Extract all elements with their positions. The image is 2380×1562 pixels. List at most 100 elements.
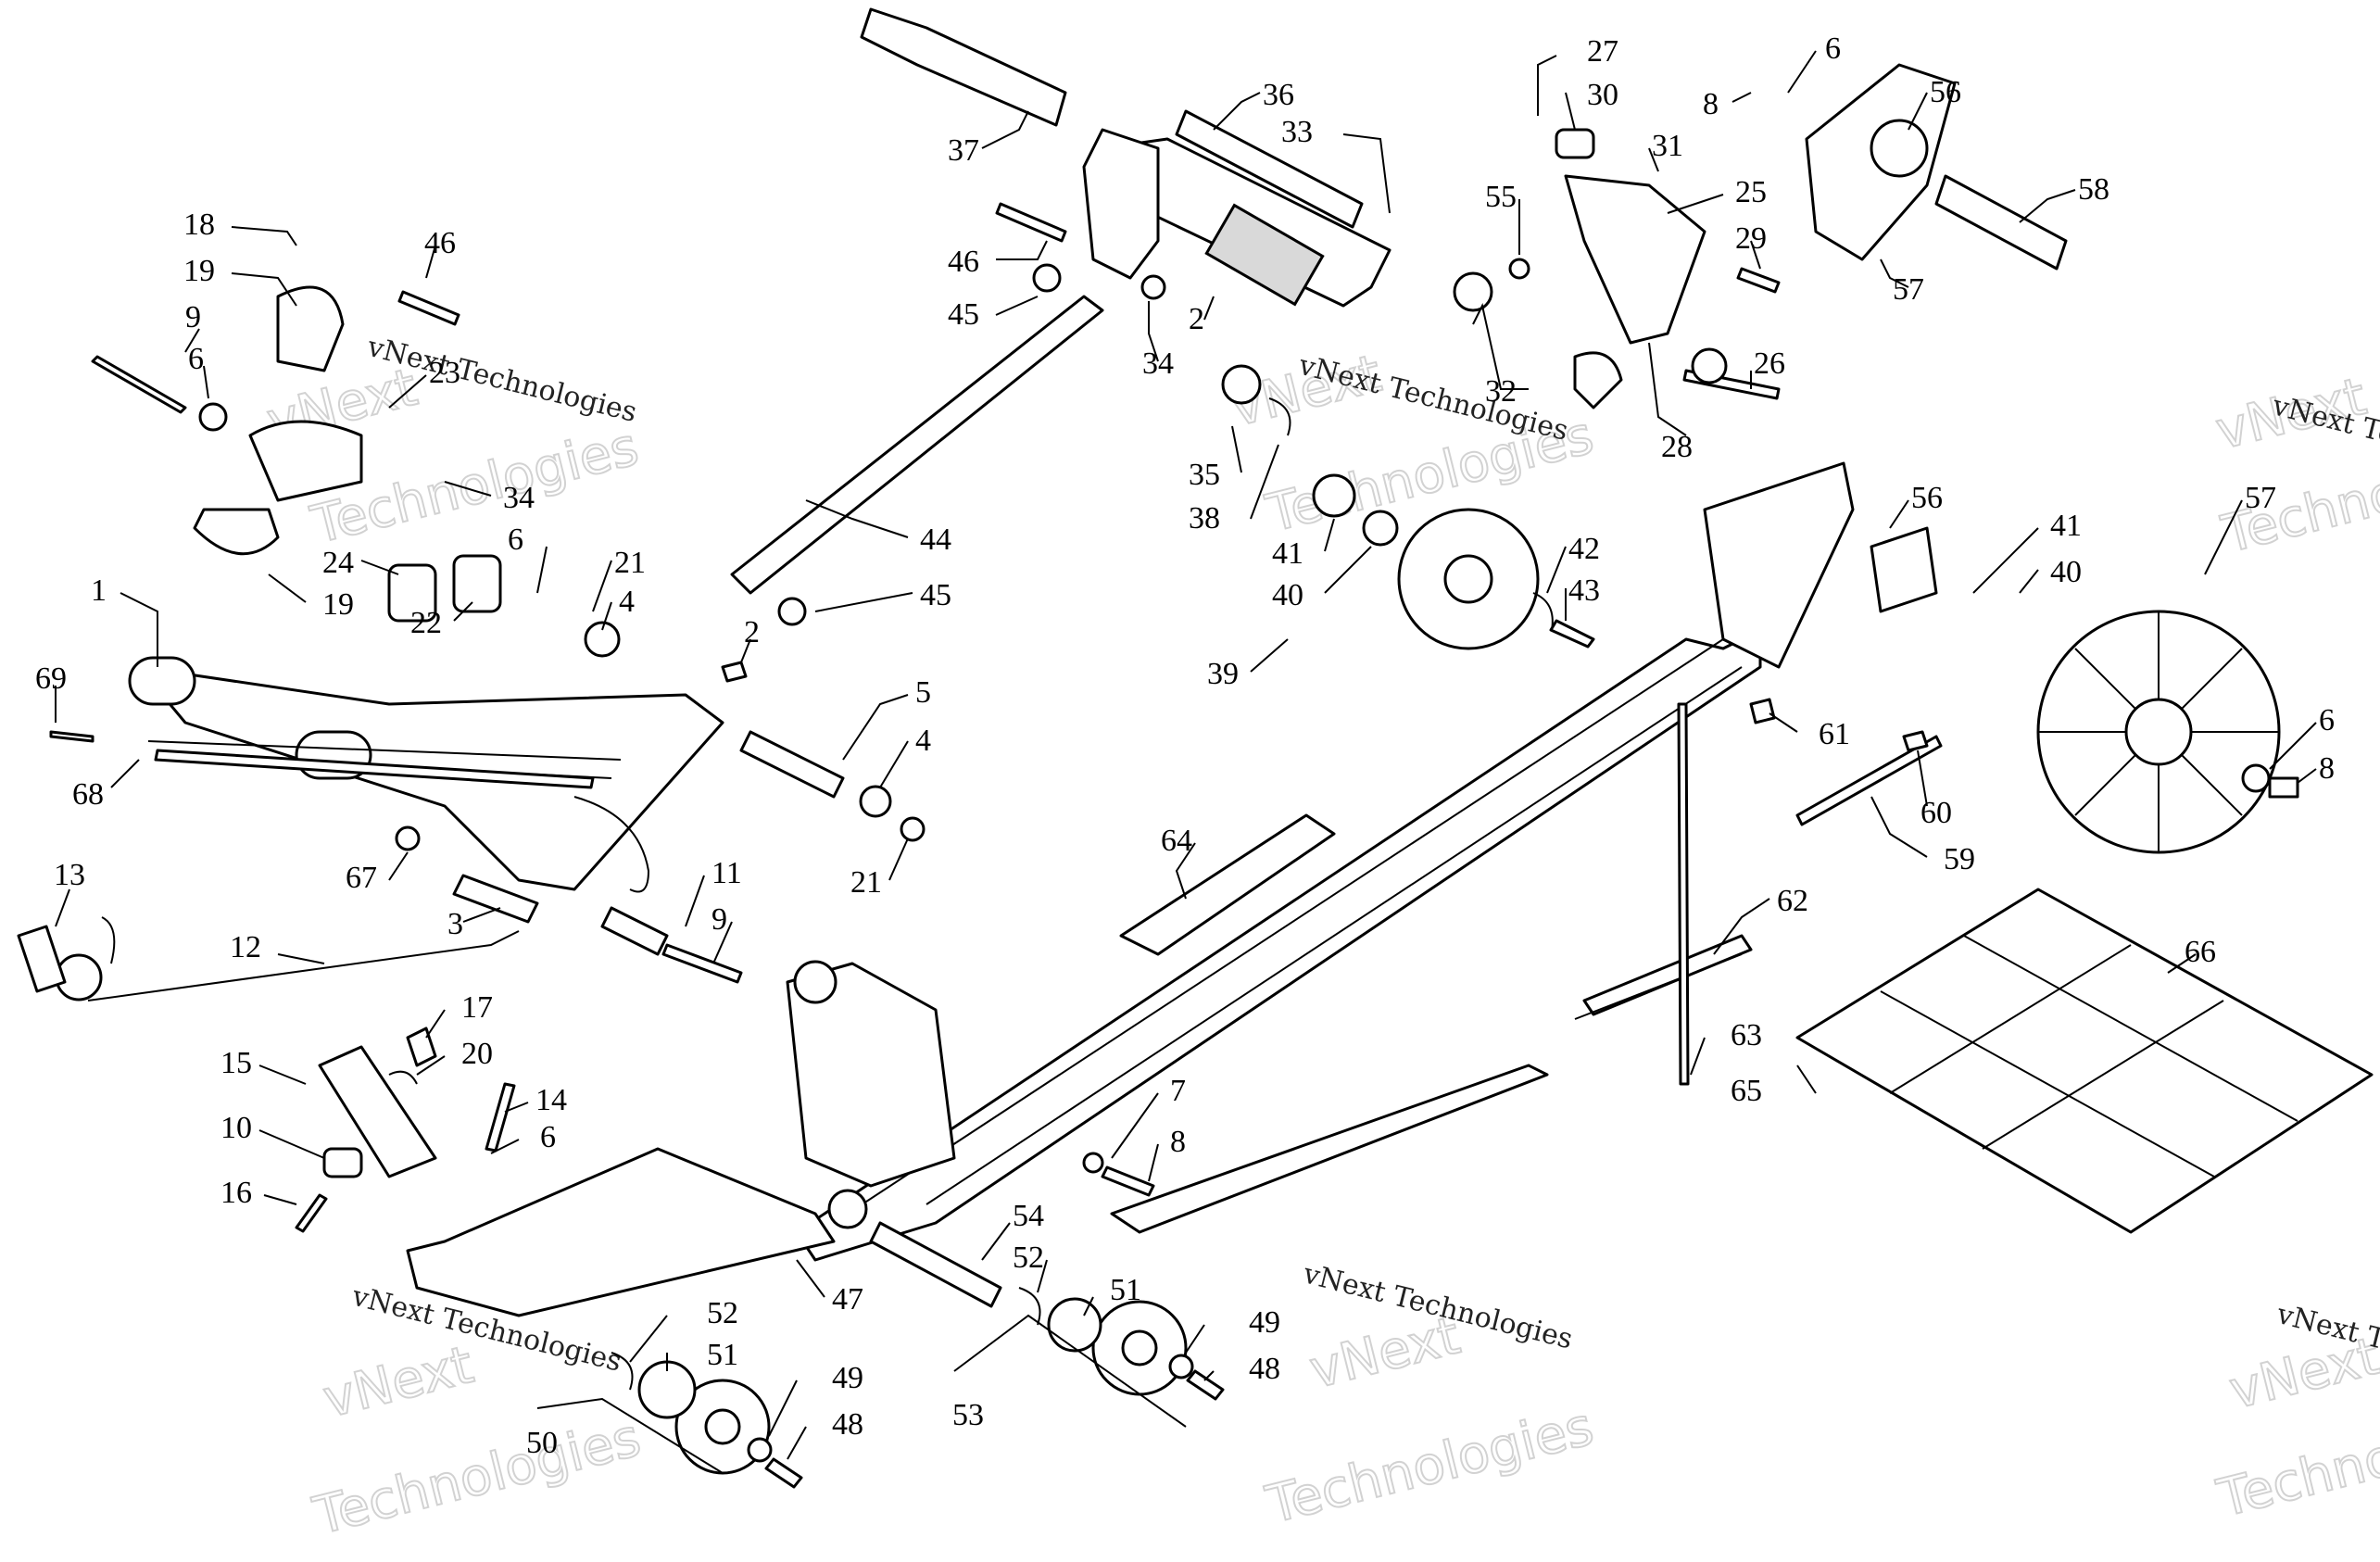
rear-wheel-spokes	[2038, 611, 2279, 852]
bumper-19-lower	[193, 508, 280, 556]
parts-layer	[17, 7, 2374, 1489]
callout-label: 11	[711, 856, 742, 890]
watermark-large-3b: Technolo	[2216, 452, 2380, 566]
leader-40a	[1324, 546, 1372, 594]
bushing-10	[322, 1147, 363, 1178]
callout-label: 45	[920, 578, 951, 612]
leader-64	[1175, 842, 1196, 900]
leader-61	[1769, 712, 1798, 733]
leader-54	[981, 1222, 1011, 1261]
bushing-32	[1573, 351, 1623, 409]
leader-8b	[2297, 768, 2317, 784]
callout-label: 17	[461, 990, 493, 1025]
leader-5	[842, 694, 909, 761]
callout-label: 8	[2319, 751, 2335, 786]
front-wheel-50-hub	[704, 1408, 741, 1445]
leader-1	[120, 592, 158, 667]
leader-58	[2019, 189, 2076, 223]
callout-label: 57	[1893, 272, 1924, 307]
bolt-8-rear	[2268, 776, 2299, 799]
washer-7	[1082, 1152, 1104, 1174]
callout-label: 20	[461, 1037, 493, 1071]
bolt-14	[485, 1082, 516, 1153]
circlip-52-b	[611, 1352, 634, 1391]
callout-label: 26	[1754, 346, 1785, 381]
callout-label: 60	[1920, 796, 1952, 830]
bumper-19-upper	[276, 285, 345, 372]
callout-label: 50	[526, 1426, 558, 1460]
leader-4b	[879, 740, 909, 788]
rear-wheel-57-hub	[2124, 698, 2193, 766]
leader-24	[360, 560, 399, 575]
callout-label: 21	[850, 865, 882, 900]
leader-41a	[1324, 518, 1335, 552]
front-arm-tube-1	[128, 656, 196, 706]
callout-label: 6	[540, 1120, 556, 1154]
leader-56b	[1889, 499, 1909, 529]
callout-label: 23	[429, 356, 460, 390]
leader-8a	[1731, 92, 1752, 103]
watermark-large-4a: vNext	[318, 1335, 479, 1430]
callout-label: 48	[1249, 1352, 1280, 1386]
leader-20	[416, 1055, 446, 1076]
callout-label: 4	[915, 724, 931, 758]
watermark-large-4b: Technologies	[308, 1407, 647, 1546]
leader-35	[1231, 425, 1242, 473]
front-mount-hole	[793, 960, 837, 1004]
callout-label: 9	[711, 902, 727, 937]
callout-label: 21	[614, 546, 646, 580]
shock-bracket	[1082, 128, 1160, 280]
watermark-large-5b: Technologies	[1261, 1396, 1600, 1535]
rail-bumper-64	[1119, 813, 1336, 956]
washer-49-b	[747, 1437, 773, 1463]
callout-label: 43	[1568, 573, 1600, 608]
bushing-4-lower	[859, 785, 892, 818]
leader-39	[1250, 638, 1289, 673]
rail-groove-2	[926, 666, 1743, 1205]
slide-runner-rear	[1582, 934, 1753, 1016]
callout-label: 53	[952, 1398, 984, 1432]
leader-49b	[768, 1379, 798, 1437]
leader-6a	[1787, 50, 1817, 94]
leader-4a	[601, 601, 612, 631]
callout-label: 48	[832, 1407, 863, 1442]
front-mount-bracket	[786, 962, 956, 1188]
torsion-spring-arm	[87, 930, 520, 1001]
rear-axle-bushing-56	[1870, 526, 1938, 613]
callout-label: 57	[2245, 481, 2276, 515]
grease-2	[721, 661, 748, 683]
bolt-43	[1549, 619, 1595, 649]
bushing-4	[584, 621, 621, 658]
leader-2b	[740, 638, 751, 663]
leader-62	[1713, 898, 1770, 955]
callout-label: 56	[1930, 75, 1961, 109]
bolt-46-left	[397, 290, 460, 326]
leader-13	[55, 888, 70, 927]
leader-57a	[1880, 258, 1909, 288]
bushing-3	[452, 874, 539, 924]
callout-label: 6	[508, 523, 523, 557]
callout-label: 52	[707, 1296, 738, 1330]
pad-15	[318, 1045, 437, 1178]
callout-label: 1	[91, 573, 107, 608]
spacer-5	[739, 730, 845, 799]
callout-label: 12	[230, 930, 261, 964]
leader-52b	[629, 1315, 668, 1363]
leader-40b	[2019, 569, 2039, 594]
leader-16	[263, 1194, 297, 1205]
callout-label: 38	[1189, 501, 1220, 535]
leader-22	[453, 601, 473, 622]
callout-label: 24	[322, 546, 354, 580]
bushing-6-rear	[2241, 763, 2271, 793]
leader-10	[258, 1129, 325, 1159]
bolt-9-top	[91, 355, 187, 414]
callout-label: 41	[2050, 509, 2082, 543]
leader-38	[1250, 444, 1279, 520]
bearing-41	[1312, 473, 1356, 518]
leader-19a	[231, 272, 297, 307]
callout-label: 16	[220, 1176, 252, 1210]
front-arm	[406, 1147, 836, 1317]
callout-label: 62	[1777, 884, 1808, 918]
callout-label: 39	[1207, 657, 1239, 691]
bolt-63	[1677, 702, 1690, 1086]
